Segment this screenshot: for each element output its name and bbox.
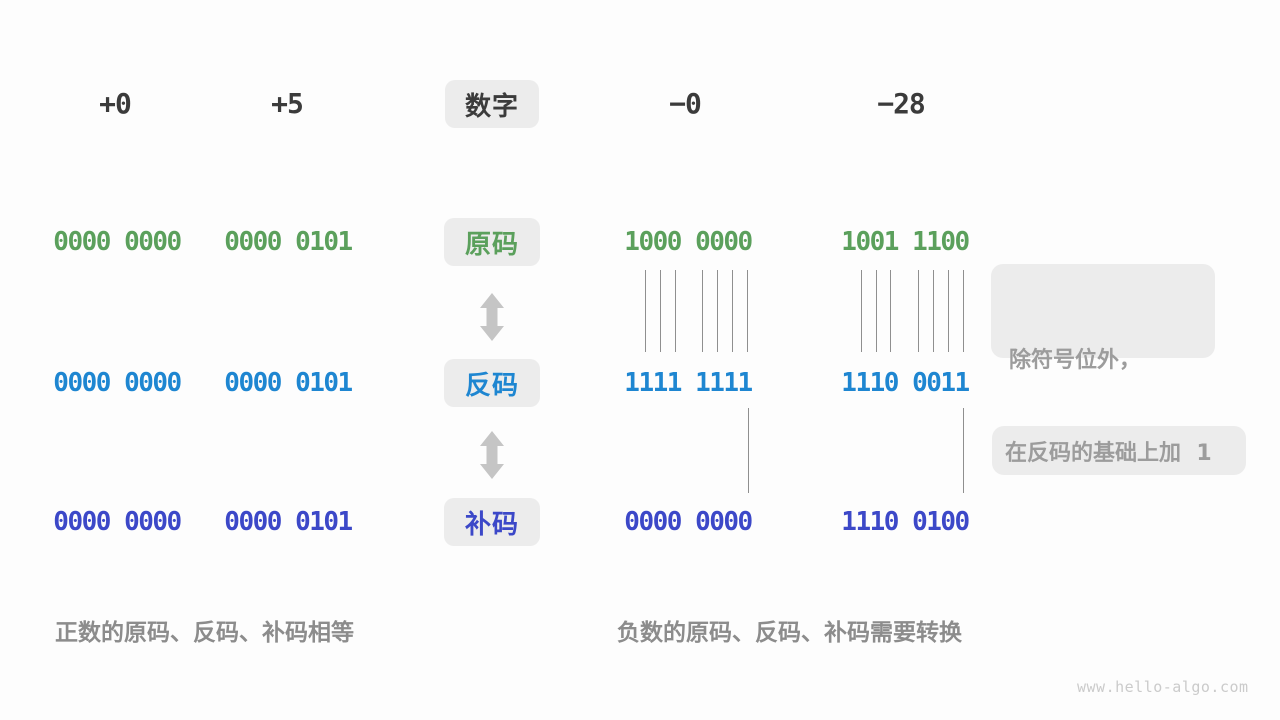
header-value-plus0: +0 [99,87,132,120]
ones-complement-minus28: 1110 0011 [841,368,970,398]
bit-connector-line [702,270,703,352]
bit-connector-line [645,270,646,352]
updown-arrow-icon [479,431,505,479]
invert-bits-note-line1: 除符号位外， [1009,348,1142,373]
header-label: 数字 [464,91,519,122]
twos-complement-minus28: 1110 0100 [841,507,970,537]
ones-complement-plus0: 0000 0000 [53,368,182,398]
bit-connector-line [876,270,877,352]
bit-connector-line [963,270,964,352]
sign-magnitude-plus5: 0000 0101 [224,227,353,257]
bit-connector-line [933,270,934,352]
add-one-note-text: 在反码的基础上加 1 [1005,440,1212,466]
sign-magnitude-minus0: 1000 0000 [624,227,753,257]
bit-connector-line [890,270,891,352]
sign-magnitude-plus0: 0000 0000 [53,227,182,257]
sign-magnitude-minus28: 1001 1100 [841,227,970,257]
caption-positive: 正数的原码、反码、补码相等 [55,620,354,646]
twos-complement-plus5: 0000 0101 [224,507,353,537]
header-value-minus0: −0 [669,87,702,120]
sign-magnitude-label-box: 原码 [444,218,540,266]
bit-connector-line [675,270,676,352]
bit-connector-line [948,270,949,352]
bit-connector-line [732,270,733,352]
twos-complement-label: 补码 [464,509,519,540]
watermark-url: www.hello-algo.com [1077,678,1249,696]
twos-complement-minus0: 0000 0000 [624,507,753,537]
twos-complement-plus0: 0000 0000 [53,507,182,537]
bit-connector-line [748,408,749,493]
bit-connector-line [747,270,748,352]
caption-negative: 负数的原码、反码、补码需要转换 [617,620,962,646]
bit-connector-line [660,270,661,352]
ones-complement-plus5: 0000 0101 [224,368,353,398]
bit-connector-line [918,270,919,352]
invert-bits-note: 除符号位外， 对其余所有位取反 [991,264,1215,472]
header-value-plus5: +5 [271,87,304,120]
sign-magnitude-label: 原码 [464,229,519,260]
bit-connector-line [717,270,718,352]
twos-complement-label-box: 补码 [444,498,540,546]
add-one-note: 在反码的基础上加 1 [992,426,1246,475]
ones-complement-minus0: 1111 1111 [624,368,753,398]
ones-complement-label-box: 反码 [444,359,540,407]
updown-arrow-icon [479,293,505,341]
bit-connector-line [861,270,862,352]
bit-connector-line [963,408,964,493]
header-value-minus28: −28 [877,87,926,120]
ones-complement-label: 反码 [464,370,519,401]
header-label-box: 数字 [445,80,539,128]
